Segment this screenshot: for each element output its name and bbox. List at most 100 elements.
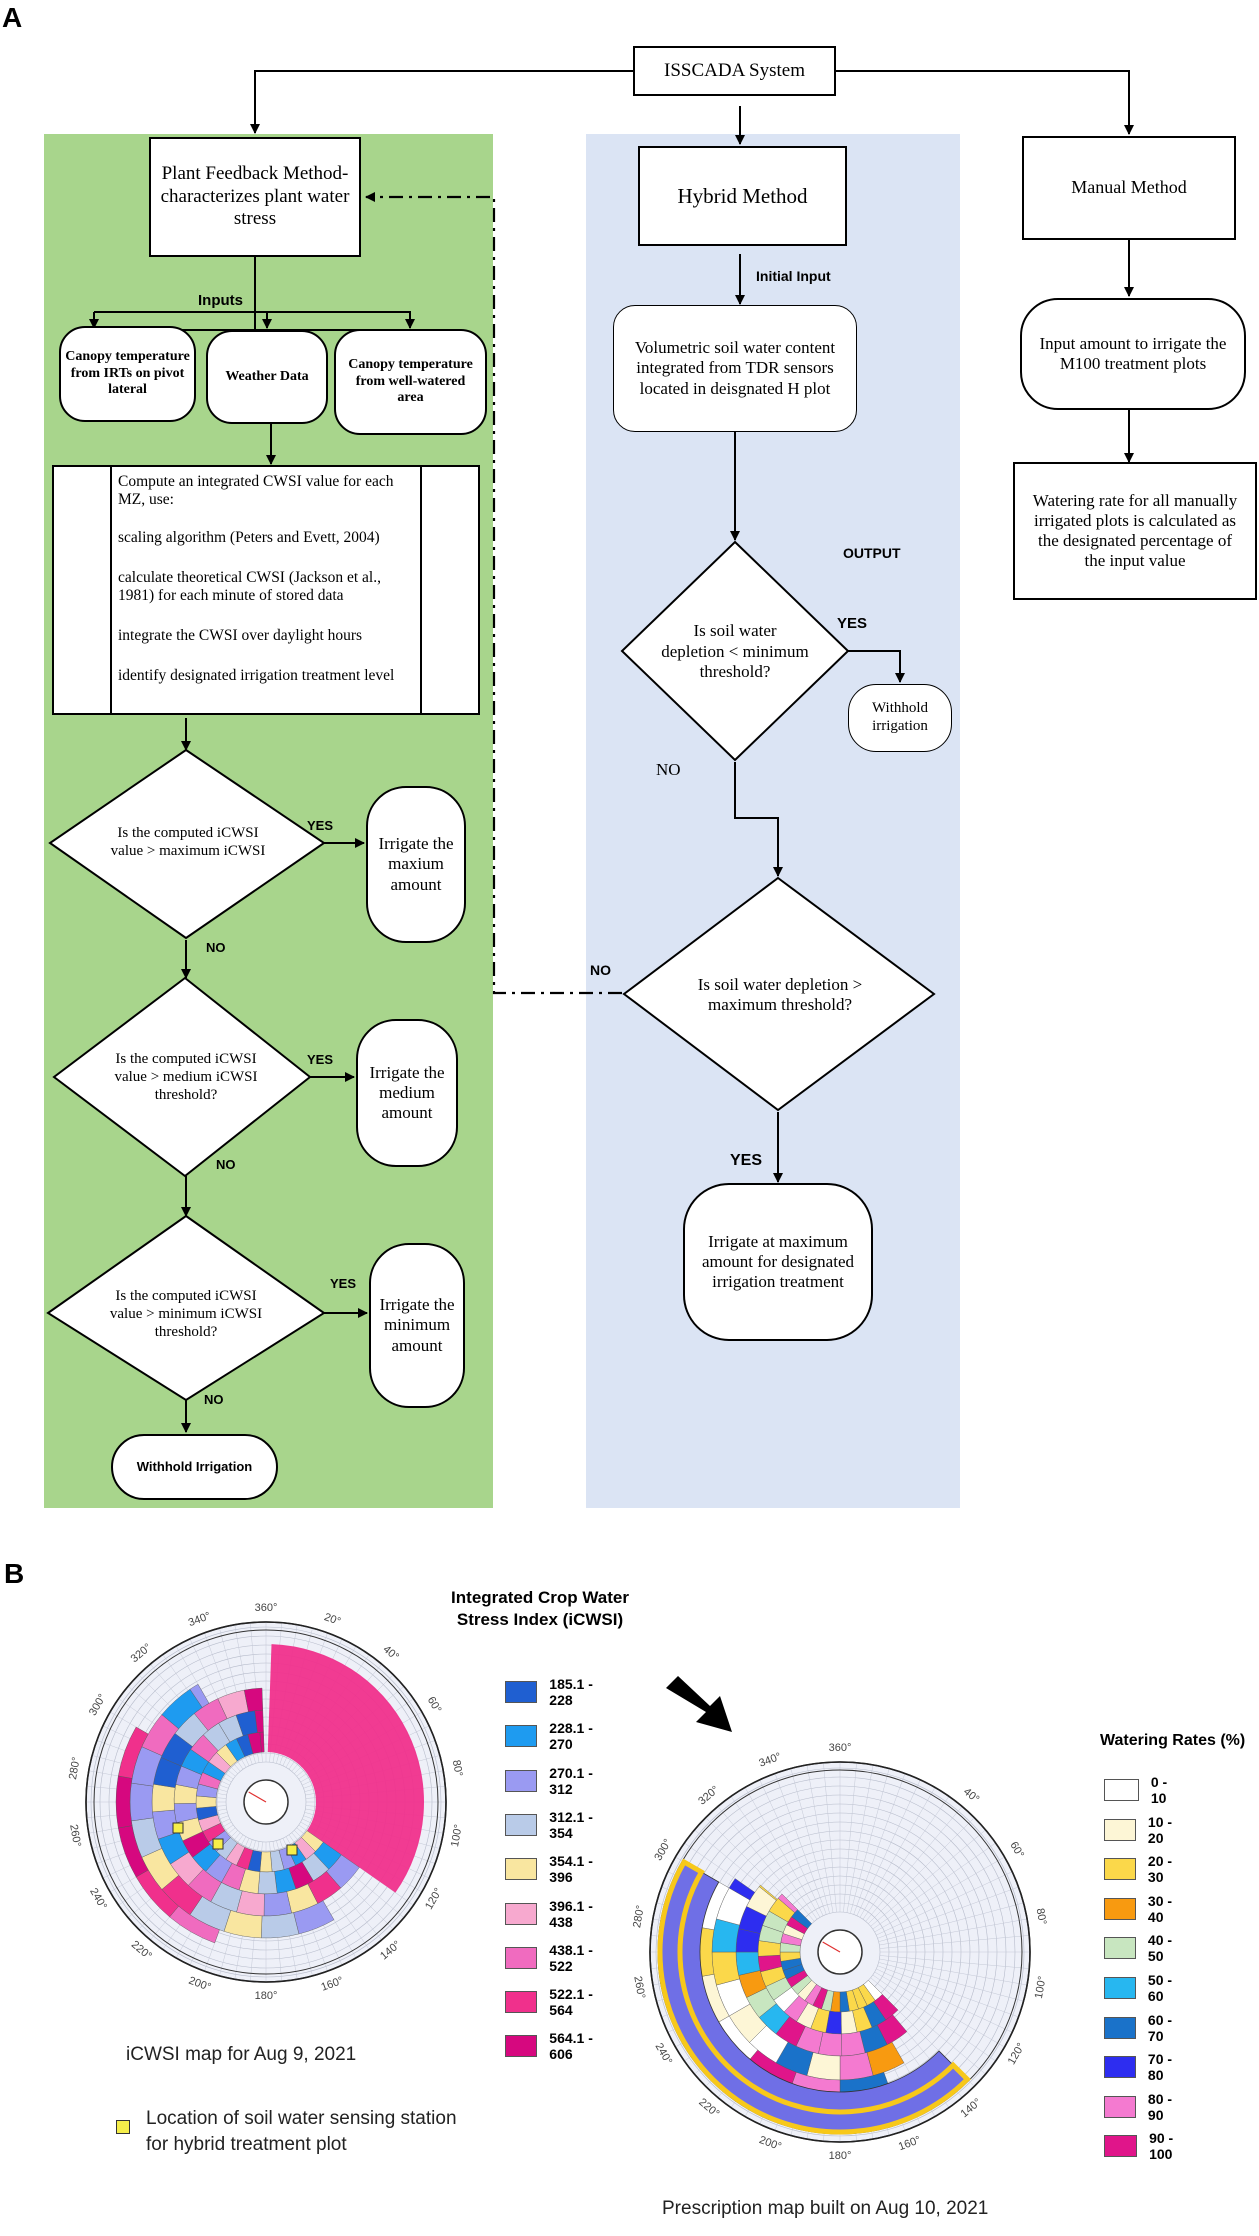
rates-legend-item: 10 - 20 — [1104, 1814, 1178, 1846]
compute-box-left-rule — [110, 467, 112, 713]
rates-legend-swatch — [1104, 2135, 1138, 2158]
hybrid-decision2-diamond — [622, 876, 936, 1112]
hybrid-withhold-box: Withhold irrigation — [848, 684, 952, 752]
compute-box-right-rule — [420, 467, 422, 713]
prescription-map-caption: Prescription map built on Aug 10, 2021 — [662, 2198, 989, 2219]
rates-map-angle-label: 160° — [897, 2134, 922, 2153]
rates-legend-label: 40 - 50 — [1147, 1932, 1173, 1965]
rates-map-angle-label: 180° — [829, 2150, 852, 2162]
input-weather-data-box: Weather Data — [206, 330, 328, 424]
arrow-icon — [666, 1676, 732, 1732]
icwsi-legend-swatch — [505, 1769, 538, 1792]
tdr-sensor-box: Volumetric soil water content integrated… — [613, 305, 857, 432]
rates-map-grid-spoke — [879, 1935, 1030, 1949]
initial-input-label: Initial Input — [756, 268, 831, 284]
rates-map-angle-label: 220° — [696, 2096, 721, 2120]
yes-label-2: YES — [307, 1052, 334, 1067]
rates-map-grid-spoke — [846, 1764, 874, 1913]
rates-legend-item: 90 - 100 — [1104, 2130, 1185, 2162]
icwsi-legend-label: 270.1 - 312 — [549, 1764, 593, 1797]
hybrid-yes-label-1: YES — [837, 615, 868, 632]
icwsi-map-angle-label: 200° — [187, 1975, 212, 1994]
rates-map-grid-spoke — [877, 1965, 1019, 2018]
rates-map-border-ring — [649, 1761, 1031, 2143]
rates-legend-label: 20 - 30 — [1147, 1853, 1173, 1886]
isscada-system-box: ISSCADA System — [633, 46, 836, 96]
icwsi-map-plot-cell — [244, 1687, 263, 1712]
rates-legend-item: 50 - 60 — [1104, 1972, 1178, 2004]
rates-map-grid-spoke — [874, 1971, 1005, 2048]
rates-legend-item: 70 - 80 — [1104, 2051, 1178, 2083]
icwsi-map-plot-cell — [257, 1871, 278, 1895]
icwsi-legend-swatch — [505, 1946, 538, 1969]
no-label-2: NO — [216, 1157, 236, 1172]
icwsi-map-plot-cell — [151, 1783, 176, 1813]
icwsi-polar-map: 360°20°40°60°80°100°120°140°160°180°200°… — [67, 1602, 465, 2002]
input-canopy-wellwatered-box: Canopy temperature from well-watered are… — [334, 329, 487, 435]
compute-line-scaling: scaling algorithm (Peters and Evett, 200… — [118, 529, 380, 546]
icwsi-legend-label: 438.1 - 522 — [549, 1941, 593, 1974]
sensor-station-marker — [286, 1844, 298, 1856]
rates-map-angle-label: 40° — [961, 1786, 981, 1806]
icwsi-map-treatment-arc — [267, 1644, 424, 1893]
rates-map-grid-spoke — [877, 1886, 1019, 1939]
hybrid-decision2-text: Is soil water depletion > maximum thresh… — [697, 974, 863, 1014]
hybrid-no-label-2: NO — [590, 962, 611, 978]
compute-line-theoretical: calculate theoretical CWSI (Jackson et a… — [118, 569, 381, 604]
rates-map-grid-spoke — [759, 1779, 824, 1916]
icwsi-legend-swatch — [505, 1991, 538, 2014]
panel-a-letter: A — [2, 2, 23, 33]
prescription-polar-map: 360°40°60°80°100°120°140°160°180°200°220… — [631, 1742, 1049, 2162]
rates-legend-item: 80 - 90 — [1104, 2091, 1178, 2123]
rates-map-grid-spoke — [874, 1856, 1005, 1933]
rates-map-grid-spoke — [717, 1806, 815, 1922]
icwsi-map-angle-label: 340° — [187, 1610, 212, 1629]
rates-map-plot-cell — [758, 1884, 778, 1901]
decision3-diamond — [46, 1214, 326, 1402]
icwsi-map-angle-label: 120° — [423, 1886, 445, 1912]
rates-map-plot-cell — [839, 2052, 874, 2081]
rates-legend-item: 20 - 30 — [1104, 1853, 1178, 1885]
rates-map-grid-spoke — [870, 1829, 986, 1927]
rates-map-plot-cell — [711, 1951, 740, 1986]
icwsi-legend-item: 522.1 - 564 — [505, 1986, 598, 2018]
icwsi-map-border-ring — [85, 1621, 447, 1983]
rates-map-grid-spoke — [744, 1787, 821, 1918]
manual-method-box: Manual Method — [1022, 136, 1236, 240]
rates-map-band-edge — [657, 1858, 971, 2135]
hybrid-method-box: Hybrid Method — [638, 146, 847, 246]
rates-legend-item: 0 - 10 — [1104, 1774, 1178, 1806]
icwsi-legend-swatch — [505, 1725, 538, 1748]
rates-map-angle-label: 60° — [1007, 1840, 1026, 1860]
rates-map-plot-cell — [728, 1878, 756, 1901]
rates-legend-label: 0 - 10 — [1150, 1774, 1168, 1806]
icwsi-map-angle-label: 40° — [381, 1643, 401, 1663]
rates-legend-item: 40 - 50 — [1104, 1932, 1178, 1964]
rates-legend-swatch — [1104, 2056, 1136, 2079]
watering-rate-box: Watering rate for all manually irrigated… — [1013, 462, 1257, 600]
icwsi-map-angle-label: 60° — [425, 1695, 444, 1715]
rates-map-angle-label: 280° — [631, 1904, 647, 1929]
icwsi-legend-swatch — [505, 1858, 538, 1881]
decision2-text: Is the computed iCWSI value > medium iCW… — [114, 1051, 258, 1103]
sensor-station-marker — [212, 1838, 224, 1850]
no-label-1: NO — [206, 940, 226, 955]
rates-legend-label: 50 - 60 — [1147, 1972, 1173, 2004]
irrigate-medium-box: Irrigate the medium amount — [356, 1019, 458, 1167]
rates-map-grid-spoke — [850, 1768, 890, 1914]
rates-map-grid-spoke — [878, 1962, 1024, 2002]
rates-map-angle-label: 320° — [696, 1784, 721, 1808]
rates-legend-label: 10 - 20 — [1147, 1813, 1173, 1846]
hybrid-yes-label-2: YES — [730, 1152, 763, 1169]
rates-legend-label: 90 - 100 — [1149, 2130, 1174, 2163]
icwsi-map-angle-label: 220° — [129, 1939, 154, 1963]
rates-map-grid-spoke — [859, 1787, 936, 1918]
rates-map-angle-label: 200° — [758, 2134, 783, 2153]
icwsi-map-angle-label: 240° — [87, 1886, 109, 1912]
rates-legend-swatch — [1104, 2095, 1136, 2118]
icwsi-legend-item: 354.1 - 396 — [505, 1853, 598, 1885]
hybrid-no-label-1: NO — [656, 760, 681, 779]
hybrid-decision1-diamond — [620, 540, 850, 762]
hybrid-decision1-text: Is soil water depletion < minimum thresh… — [661, 621, 809, 682]
rates-map-pivot-lateral — [822, 1941, 841, 1953]
